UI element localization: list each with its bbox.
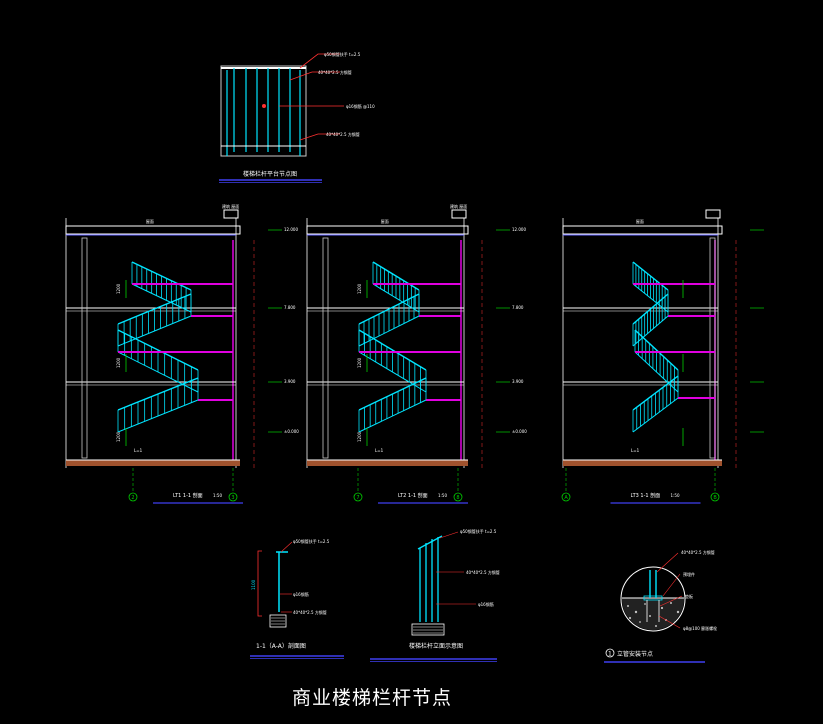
axis-right: 8 [456,495,459,501]
section-2: 屋面 建筑 屋面 1200 1200 1200 12.000 7.800 3.900 ±0.00… [306,203,527,504]
axis-circle [228,492,238,502]
stair-flight-3 [632,293,715,347]
section-caption: LT1 1-1 剖面 [173,492,203,499]
detail-c-label-3: 垫板 [685,593,693,599]
top-mark: 建筑 屋面 [222,203,239,209]
elev-label-2: 40*40*2.5 方钢管 [318,69,352,75]
level-mark-2: 7.800 [512,305,524,310]
flight-label-2: 1200 [357,357,362,368]
stair-flights [358,261,461,433]
top-mark: 建筑 屋面 [450,203,467,209]
railing-elevation-detail: φ50钢管扶手 t=2.5 40*40*2.5 方钢管 φ16钢筋 @110 4… [219,51,375,183]
stair-flight-2 [117,329,233,393]
section-scale: 1:50 [671,493,680,498]
stair-flight-3 [358,293,461,347]
elev-label-1: φ50钢管扶手 t=2.5 [324,51,361,57]
section-3: 屋面 L=1A B LT3 1-1 剖面 1:50 [561,209,764,504]
detail-b-label-1: φ50钢管扶手 t=2.5 [460,528,497,534]
step-label: L=1 [631,448,640,453]
stair-flight-1 [358,377,461,433]
parapet [705,209,721,219]
section-scale: 1:50 [438,493,447,498]
roof-slab [65,225,241,235]
detail-b-label-2: 40*40*2.5 方钢管 [466,569,500,575]
stair-flights [117,261,233,433]
parapet [223,209,239,219]
stair-flight-4 [372,261,461,313]
detail-c-label-1: 40*40*2.5 方钢管 [681,549,715,555]
column [322,237,329,459]
level-mark-4: ±0.000 [284,429,299,434]
level-mark-1: 12.000 [512,227,526,232]
ground-fill [66,460,240,466]
stair-flights [632,261,715,433]
roof-label: 屋面 [636,218,644,224]
ground-fill [563,460,722,466]
elev-label-4: 40*40*2.5 方钢管 [326,131,360,137]
detail-a-height: 1100 [251,579,256,590]
drawing-title: 商业楼梯栏杆节点 [292,687,452,709]
flight-label-1: 1200 [116,283,121,294]
section-scale: 1:50 [213,493,222,498]
axis-circle [353,492,363,502]
level-mark-1: 12.000 [284,227,298,232]
flight-label-3: 1200 [357,431,362,442]
axis-left: 7 [356,495,359,501]
column [709,237,716,459]
detail-c: 40*40*2.5 方钢管 预埋件 垫板 φ8@100 膨胀螺栓 1 立管安装节… [604,549,717,663]
stair-flight-4 [131,261,233,313]
stair-flight-1 [632,375,715,433]
level-mark-3: 3.900 [284,379,296,384]
level-mark-4: ±0.000 [512,429,527,434]
stair-sections: 屋面 建筑 屋面 1200 1200 1200 12.000 7.800 3.900 ±0.00… [65,203,764,504]
axis-right: B [713,495,717,501]
roof-slab [562,225,723,235]
stair-flight-3 [117,293,233,347]
axis-left: 2 [131,495,134,501]
axis-circle [561,492,571,502]
elev-label-3: φ16钢筋 @110 [346,103,375,109]
detail-a: 1100 φ50钢管扶手 t=2.5 φ16钢筋 40*40*2.5 方钢管 1… [250,538,344,659]
level-mark-3: 3.900 [512,379,524,384]
detail-a-label-1: φ50钢管扶手 t=2.5 [293,538,330,544]
detail-b: φ50钢管扶手 t=2.5 40*40*2.5 方钢管 φ16钢筋 楼梯栏杆立面… [370,528,500,662]
detail-a-label-2: φ16钢筋 [293,591,309,597]
detail-c-label-2: 预埋件 [683,571,695,577]
step-label: L=1 [375,448,384,453]
detail-a-caption: 1-1（A-A）剖面图 [256,642,306,650]
roof-label: 屋面 [146,218,154,224]
roof-label: 屋面 [381,218,389,224]
elev-caption: 楼梯栏杆平台节点图 [243,170,297,178]
detail-b-label-3: φ16钢筋 [478,601,494,607]
stair-flight-4 [632,261,715,313]
roof-slab [306,225,469,235]
ground-fill [307,460,468,466]
level-mark-2: 7.800 [284,305,296,310]
stair-flight-2 [358,329,461,393]
detail-c-caption: 立管安装节点 [617,650,653,658]
axis-circle [453,492,463,502]
axis-right: 3 [231,495,234,501]
section-1: 屋面 建筑 屋面 1200 1200 1200 12.000 7.800 3.900 ±0.00… [65,203,299,504]
flight-label-3: 1200 [116,431,121,442]
detail-c-number: 1 [608,651,612,658]
flight-label-2: 1200 [116,357,121,368]
parapet [451,209,467,219]
flight-label-1: 1200 [357,283,362,294]
section-caption: LT3 1-1 剖面 [631,492,661,499]
section-caption: LT2 1-1 剖面 [398,492,428,499]
detail-c-label-4: φ8@100 膨胀螺栓 [683,625,717,631]
axis-circle [128,492,138,502]
column [81,237,88,459]
axis-left: A [564,495,568,501]
detail-a-label-3: 40*40*2.5 方钢管 [293,609,327,615]
step-label: L=1 [134,448,143,453]
stair-flight-1 [117,377,233,433]
detail-c-number-circle [605,648,615,658]
stair-flight-2 [634,329,715,393]
detail-b-caption: 楼梯栏杆立面示意图 [409,642,463,650]
axis-circle [710,492,720,502]
